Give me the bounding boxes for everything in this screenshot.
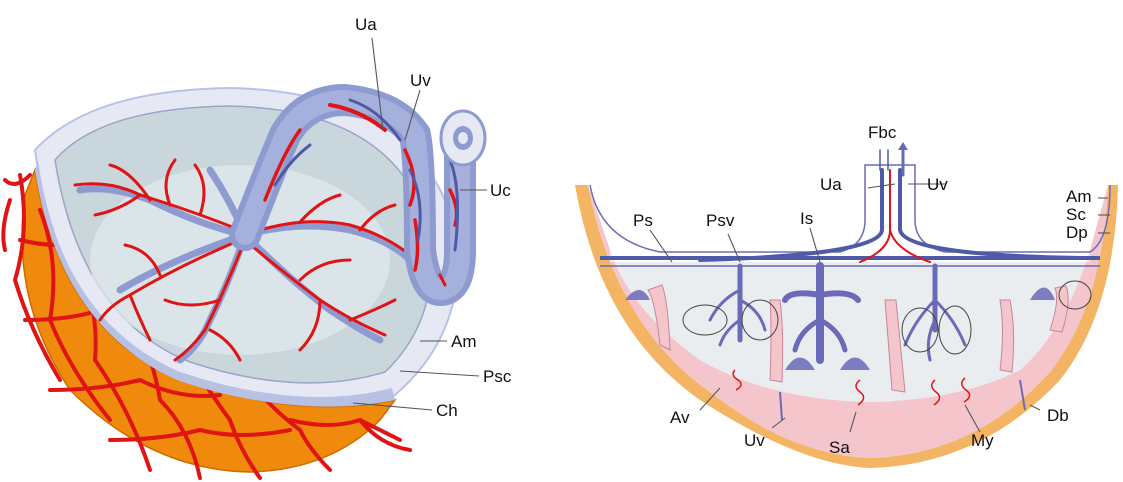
placenta-cross-section: Fbc Ua Uv Am Sc Dp Ps Psv Is Av Uv Sa My… (575, 123, 1118, 468)
amnion-membrane (590, 165, 1110, 252)
label-ua: Ua (355, 15, 377, 34)
label-uv-right: Uv (927, 175, 948, 194)
label-my: My (971, 431, 994, 450)
label-fbc: Fbc (868, 123, 897, 142)
label-sa: Sa (829, 438, 850, 457)
label-sc: Sc (1066, 205, 1086, 224)
label-uc: Uc (490, 181, 511, 200)
label-dp: Dp (1066, 223, 1088, 242)
stalk-vessels (700, 142, 1080, 262)
label-psv: Psv (706, 211, 735, 230)
label-is: Is (800, 209, 813, 228)
label-uv: Uv (410, 71, 431, 90)
label-am-right: Am (1066, 187, 1092, 206)
label-am: Am (451, 332, 477, 351)
label-ch: Ch (436, 401, 458, 420)
label-av: Av (670, 408, 690, 427)
label-uv-bottom: Uv (744, 431, 765, 450)
placenta-3d-illustration: Ua Uv Uc Am Psc Ch (3, 15, 512, 478)
label-db: Db (1047, 406, 1069, 425)
label-ps: Ps (633, 211, 653, 230)
label-ua-right: Ua (820, 175, 842, 194)
label-psc: Psc (483, 367, 512, 386)
